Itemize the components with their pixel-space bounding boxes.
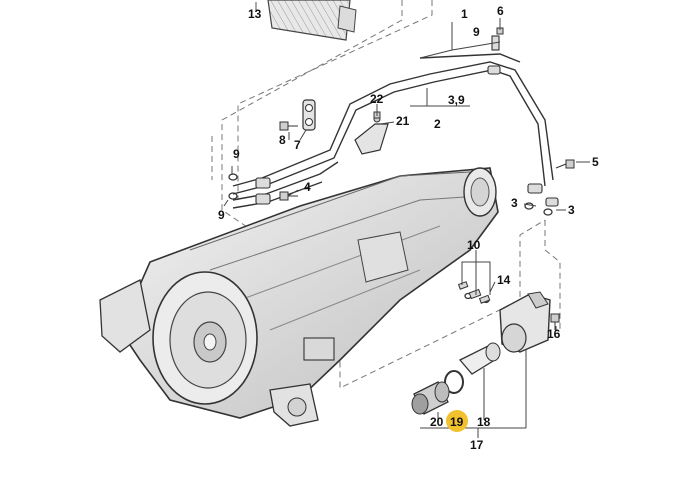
o-ring-19 xyxy=(444,370,464,394)
callout-9-left-a: 9 xyxy=(233,147,240,161)
callout-20: 20 xyxy=(430,415,444,429)
pipe-clamp-7 xyxy=(302,99,316,131)
callout-6: 6 xyxy=(497,4,504,18)
callout-3-b: 3 xyxy=(568,203,575,217)
callout-1: 1 xyxy=(461,7,468,21)
filter-element-18 xyxy=(458,342,501,375)
callout-8: 8 xyxy=(279,133,286,147)
callout-14: 14 xyxy=(497,273,511,287)
filter-housing-16 xyxy=(499,291,551,353)
transmission-housing xyxy=(99,167,499,427)
callout-21: 21 xyxy=(396,114,410,128)
dash-construction-lines xyxy=(211,0,561,389)
callout-3-9: 3,9 xyxy=(448,93,465,107)
callout-18: 18 xyxy=(477,415,491,429)
callout-3-a: 3 xyxy=(511,196,518,210)
oil-cooler xyxy=(267,0,357,41)
callout-10: 10 xyxy=(467,238,481,252)
callout-4: 4 xyxy=(304,180,311,194)
callout-19-highlighted: 19 xyxy=(450,415,464,429)
callout-5: 5 xyxy=(592,155,599,169)
filter-cap-20 xyxy=(411,381,450,415)
callout-17: 17 xyxy=(470,438,484,452)
callout-9-top: 9 xyxy=(473,25,480,39)
callout-9-left-b: 9 xyxy=(218,208,225,222)
callout-labels: 13 1 9 6 22 21 3,9 2 8 7 9 4 9 5 3 3 10 … xyxy=(218,4,599,452)
callout-13: 13 xyxy=(248,7,262,21)
callout-22: 22 xyxy=(370,92,384,106)
callout-16: 16 xyxy=(547,327,561,341)
leader-lines xyxy=(223,18,590,438)
callout-2: 2 xyxy=(434,117,441,131)
highlight-marker xyxy=(446,410,468,432)
callout-7: 7 xyxy=(294,138,301,152)
bracket-21 xyxy=(354,115,389,155)
small-parts-10 xyxy=(457,281,491,304)
